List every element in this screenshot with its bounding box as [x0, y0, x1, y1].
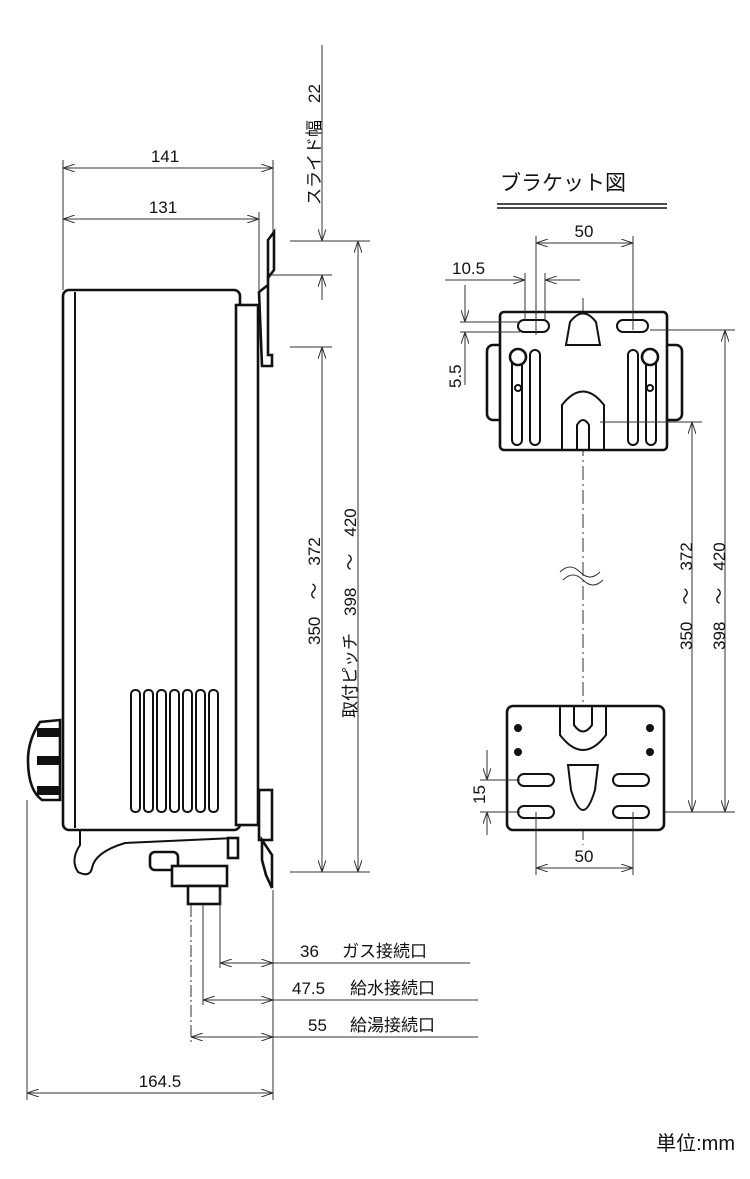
- side-view: 141 131: [26, 45, 478, 1100]
- bracket-pitch-outer-label: 398 ～ 420: [710, 542, 729, 650]
- drain-pipe: [73, 830, 236, 876]
- water-heater-body: [61, 288, 242, 832]
- bracket-pitch-inner-label: 350 ～ 372: [677, 542, 696, 650]
- bottom-bracket-plate: [505, 704, 666, 832]
- dim-141-label: 141: [151, 147, 179, 166]
- slide-width-label: スライド幅 22: [305, 84, 324, 205]
- dim-164-5-label: 164.5: [139, 1072, 182, 1091]
- slot-pitch-top-label: 50: [575, 222, 594, 241]
- gas-connection-value: 36: [300, 942, 319, 961]
- pitch-outer-label: 取付ピッチ 398 ～ 420: [341, 508, 360, 718]
- hot-water-connection-value: 55: [308, 1016, 327, 1035]
- break-symbol: [559, 566, 601, 578]
- bracket-title: ブラケット図: [500, 172, 626, 195]
- water-fitting: [170, 864, 229, 888]
- slot-offset-label: 5.5: [446, 364, 465, 388]
- slot-pitch-bottom-label: 50: [575, 847, 594, 866]
- gas-connection-label: ガス接続口: [342, 942, 427, 961]
- hot-water-fitting: [186, 884, 222, 906]
- pitch-inner-label: 350 ～ 372: [305, 537, 324, 645]
- slot-pitch-vertical-label: 15: [470, 785, 489, 804]
- water-connection-label: 給水接続口: [350, 979, 435, 998]
- screw-icon: [640, 347, 660, 367]
- slot-width-label: 10.5: [452, 259, 485, 278]
- bottom-bracket: [257, 788, 274, 842]
- back-plate: [234, 303, 260, 827]
- vent-slots: [130, 689, 219, 813]
- water-connection-value: 47.5: [292, 979, 325, 998]
- screw-icon: [508, 347, 528, 367]
- bracket-view: ブラケット図 50 10.5 5.5: [445, 172, 735, 875]
- top-bracket: [498, 310, 669, 452]
- top-bracket-hook: [257, 228, 276, 368]
- unit-label: 単位:mm: [656, 1132, 735, 1155]
- hot-water-connection-label: 給湯接続口: [350, 1016, 435, 1035]
- dim-131-label: 131: [149, 198, 177, 217]
